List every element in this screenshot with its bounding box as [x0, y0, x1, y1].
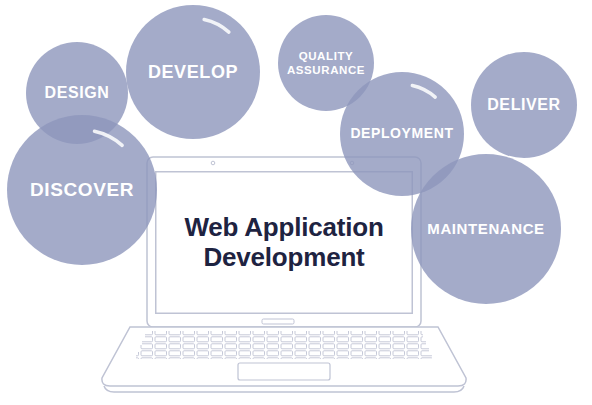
stage-circle: MAINTENANCE — [411, 154, 561, 304]
screen-box: Web Application Development — [155, 171, 413, 314]
touchpad — [238, 363, 330, 380]
stage-circle: DELIVER — [471, 52, 577, 158]
stage-label: DEPLOYMENT — [346, 125, 458, 143]
stage-label: DELIVER — [476, 95, 572, 115]
stage-label: DESIGN — [31, 83, 123, 103]
glare-highlight — [94, 131, 122, 145]
stage-label: MAINTENANCE — [418, 220, 554, 239]
stage-circle: DEVELOP — [126, 5, 260, 139]
stage-label: QUALITY ASSURANCE — [286, 49, 366, 78]
circle-fill — [471, 52, 577, 158]
stage-label: DISCOVER — [14, 178, 150, 202]
circle-fill — [126, 5, 260, 139]
stage-label: DEVELOP — [133, 61, 253, 84]
laptop-base-edge — [104, 386, 464, 392]
glare-highlight — [412, 85, 435, 97]
stage-circle: DISCOVER — [7, 115, 157, 265]
circle-fill — [411, 154, 561, 304]
keyboard-row — [139, 345, 429, 352]
keyboard-row — [142, 338, 426, 345]
camera-dot — [211, 161, 215, 165]
screen-title: Web Application Development — [168, 213, 400, 273]
keyboard-row — [145, 331, 423, 338]
laptop-base — [102, 327, 466, 386]
circle-fill — [7, 115, 157, 265]
screen-rect — [156, 172, 413, 314]
keyboard-row — [136, 352, 432, 359]
hinge-notch — [262, 319, 294, 324]
glare-highlight — [204, 20, 229, 33]
